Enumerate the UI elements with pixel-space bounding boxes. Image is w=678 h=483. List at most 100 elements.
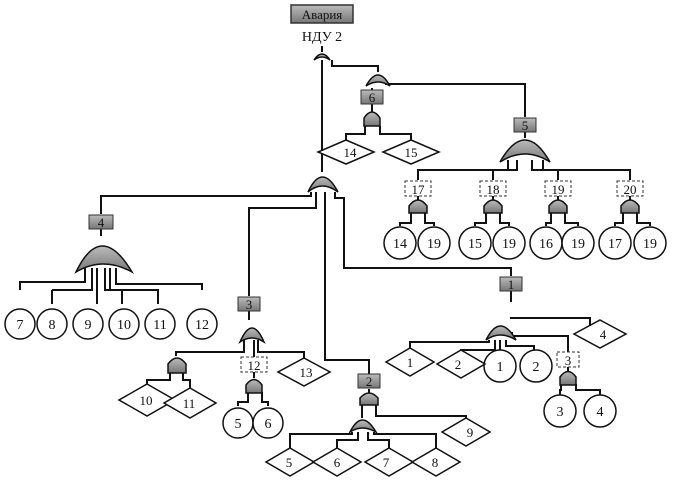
and-gates [167,111,640,406]
gate-box-19: 19 [544,180,572,197]
circle-event: 8 [36,308,68,340]
event-label: 19 [502,237,516,252]
or-gate-5 [499,139,551,163]
circle-event: 10 [108,308,140,340]
circle-event: 19 [492,226,526,260]
or-gate-main [307,176,339,193]
circle-event: 11 [144,308,176,340]
circle-event: 4 [583,394,617,428]
event-label: 19 [643,237,657,252]
diamond-event: 5 [264,447,316,477]
circle-event: 19 [633,226,667,260]
event-label: 14 [393,237,407,252]
event-label: 7 [17,318,24,333]
gate-box-12: 12 [240,356,268,373]
event-label: 11 [153,318,166,333]
circle-event: 19 [417,226,451,260]
circle-event: 12 [186,308,218,340]
event-label: 19 [552,182,565,197]
event-label: 4 [597,405,604,420]
event-label: 9 [467,425,474,440]
event-label: 6 [334,455,341,470]
event-label: 4 [98,215,105,230]
diamond-event: 14 [316,139,376,165]
event-label: 7 [383,455,390,470]
event-label: 5 [286,455,293,470]
and-gate-18 [483,199,503,214]
event-label: 1 [508,277,515,292]
and-gate-12 [245,378,263,394]
event-label: 13 [300,365,313,380]
basic-events: 7 8 9 10 11 12 14 19 15 19 16 19 17 19 5… [4,226,667,439]
gate-box-3b: 3 [556,351,580,368]
event-label: 20 [624,182,637,197]
or-gate-4 [74,245,135,274]
gate-label-boxes: 6 5 4 3 2 1 17 18 19 20 12 3 [88,89,644,389]
event-label: 1 [407,355,414,370]
gate-box-20: 20 [616,180,644,197]
circle-event: 19 [561,226,595,260]
event-label: 1 [497,360,504,375]
event-label: 3 [565,353,572,368]
diamond-event: 13 [276,357,332,387]
diamond-event: 10 [117,383,177,417]
circle-event: 9 [72,308,104,340]
event-label: 2 [366,374,373,389]
circle-event: 17 [598,226,632,260]
top-event-box [290,4,354,24]
gate-box-1: 1 [499,276,523,292]
event-label: 10 [140,393,153,408]
or-gates [74,53,551,435]
event-label: 9 [85,318,92,333]
event-label: 6 [369,90,376,105]
event-label: 6 [265,417,272,432]
event-label: 3 [557,405,564,420]
circle-event: 6 [252,407,284,439]
event-label: 17 [412,182,426,197]
diamond-event: 4 [572,319,628,349]
event-label: 5 [522,118,529,133]
or-gate-top [313,53,331,61]
event-label: 12 [195,318,209,333]
event-label: 4 [600,327,607,342]
and-gate-6 [363,111,381,127]
gate-box-4: 4 [88,214,114,230]
diamond-event: 15 [381,139,441,165]
gate-box-18: 18 [479,180,507,197]
diamond-event: 2 [435,349,487,379]
event-label: 3 [246,297,253,312]
gate-box-2: 2 [357,373,381,389]
gate-box-5: 5 [513,117,537,133]
circle-event: 7 [4,308,36,340]
gate-box-6: 6 [360,89,384,105]
event-label: 12 [248,358,261,373]
top-event-sublabel: НДУ 2 [302,30,342,45]
event-label: 19 [427,237,441,252]
circle-event: 15 [458,226,492,260]
circle-event: 16 [529,226,563,260]
diamond-event: 7 [363,447,415,477]
undeveloped-events: 14 15 10 11 13 5 6 7 8 9 1 2 4 [117,139,628,477]
or-gate-1 [485,325,517,341]
and-gate-3-left [167,357,187,374]
event-label: 19 [571,237,585,252]
circle-event: 1 [483,349,517,383]
diamond-event: 9 [440,417,492,447]
event-label: 10 [117,318,131,333]
event-label: 15 [468,237,482,252]
or-gate-6 [365,74,391,87]
diamond-event: 11 [162,387,218,419]
event-label: 15 [405,145,418,160]
event-label: 2 [455,357,462,372]
diamond-event: 1 [384,347,436,377]
and-gate-20 [620,199,640,214]
event-label: 18 [487,182,500,197]
circle-event: 5 [222,407,254,439]
gate-box-3: 3 [237,296,261,312]
event-label: 8 [432,455,439,470]
diamond-event: 6 [311,447,363,477]
event-label: 16 [539,237,553,252]
top-event: Авария НДУ 2 [290,4,354,45]
